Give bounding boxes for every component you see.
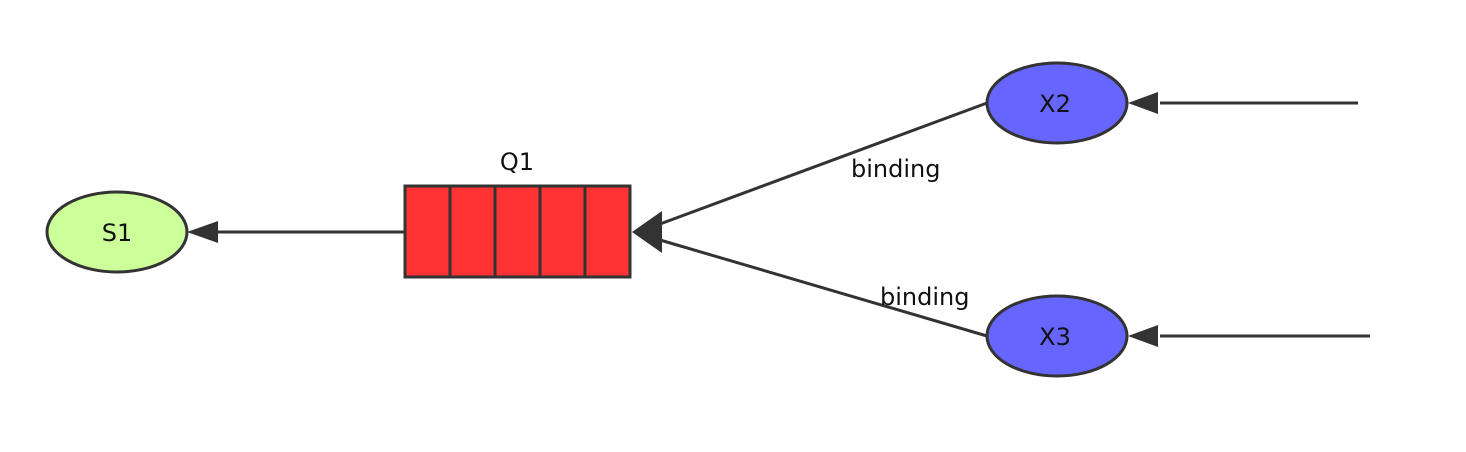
s1-ellipse <box>45 190 189 274</box>
binding-arrowhead <box>632 211 662 253</box>
incoming-edge-x2 <box>1128 92 1358 114</box>
q1-label: Q1 <box>500 148 534 176</box>
x3-ellipse <box>985 294 1129 378</box>
x2-node[interactable]: X2 <box>985 61 1129 145</box>
q1-body <box>403 184 632 279</box>
binding-edge-x3-q1 <box>659 238 988 338</box>
x2-ellipse <box>985 61 1129 145</box>
x2-label: X2 <box>1039 90 1071 118</box>
x3-node[interactable]: X3 <box>985 294 1129 378</box>
s1-node[interactable]: S1 <box>45 190 189 274</box>
binding-label-x3: binding <box>880 283 969 311</box>
binding-edge-x2-q1 <box>659 101 988 226</box>
incoming-edge-x3 <box>1128 325 1370 347</box>
q1-queue[interactable]: Q1 <box>403 148 632 279</box>
x3-label: X3 <box>1039 323 1071 351</box>
s1-label: S1 <box>102 219 133 247</box>
edge-q1-s1 <box>187 221 405 243</box>
binding-label-x2: binding <box>851 155 940 183</box>
